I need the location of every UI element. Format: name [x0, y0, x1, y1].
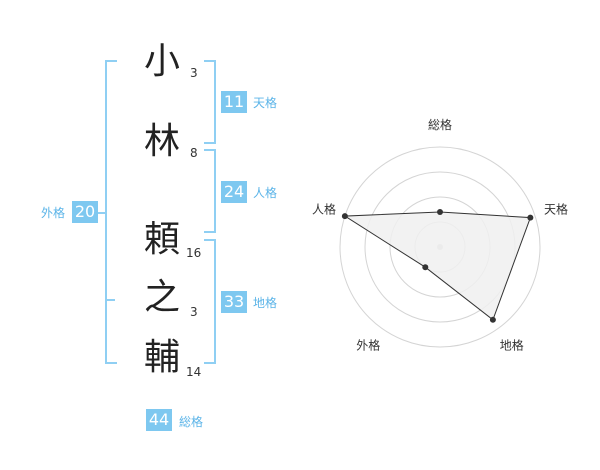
radar-axis-label-1: 総格: [428, 117, 452, 132]
tenkaku-label: 天格: [253, 96, 278, 110]
chikaku-bracket: [204, 239, 216, 364]
stroke-count-1: 3: [190, 66, 198, 80]
soukaku-label: 総格: [179, 415, 204, 429]
gaikaku-label: 外格: [41, 206, 66, 220]
name-char-2: 林: [143, 121, 180, 162]
stroke-count-4: 3: [190, 305, 198, 319]
radar-point-1: [437, 209, 443, 215]
outer-bracket: [105, 60, 117, 364]
radar-ring-4: [339, 146, 541, 348]
jinkaku-label: 人格: [253, 186, 278, 200]
radar-axis-label-4: 外格: [356, 338, 380, 353]
soukaku-badge: 44: [146, 409, 172, 431]
radar-point-3: [489, 316, 496, 323]
name-char-1: 小: [143, 41, 180, 82]
jinkaku-bracket: [204, 149, 216, 233]
radar-axis-label-3: 地格: [500, 338, 524, 353]
stroke-count-2: 8: [190, 146, 198, 160]
tenkaku-bracket: [204, 60, 216, 144]
stroke-count-5: 14: [186, 365, 202, 379]
name-char-3: 頼: [143, 219, 180, 260]
outer-bracket-mid-tick: [105, 299, 115, 301]
name-char-4: 之: [143, 277, 180, 318]
name-char-5: 輔: [143, 337, 180, 378]
radar-point-4: [422, 264, 429, 271]
radar-points: [341, 209, 534, 323]
radar-area: [343, 211, 532, 321]
radar-axis-label-5: 人格: [312, 201, 336, 216]
stroke-count-3: 16: [186, 246, 202, 260]
radar-point-5: [341, 213, 348, 220]
jinkaku-badge: 24: [221, 181, 247, 203]
tenkaku-badge: 11: [221, 91, 247, 113]
chikaku-label: 地格: [253, 296, 278, 310]
gaikaku-badge: 20: [72, 201, 98, 223]
radar-axis-label-2: 天格: [544, 201, 568, 216]
chikaku-badge: 33: [221, 291, 247, 313]
outer-bracket-connector: [98, 212, 105, 214]
radar-point-2: [527, 214, 534, 221]
